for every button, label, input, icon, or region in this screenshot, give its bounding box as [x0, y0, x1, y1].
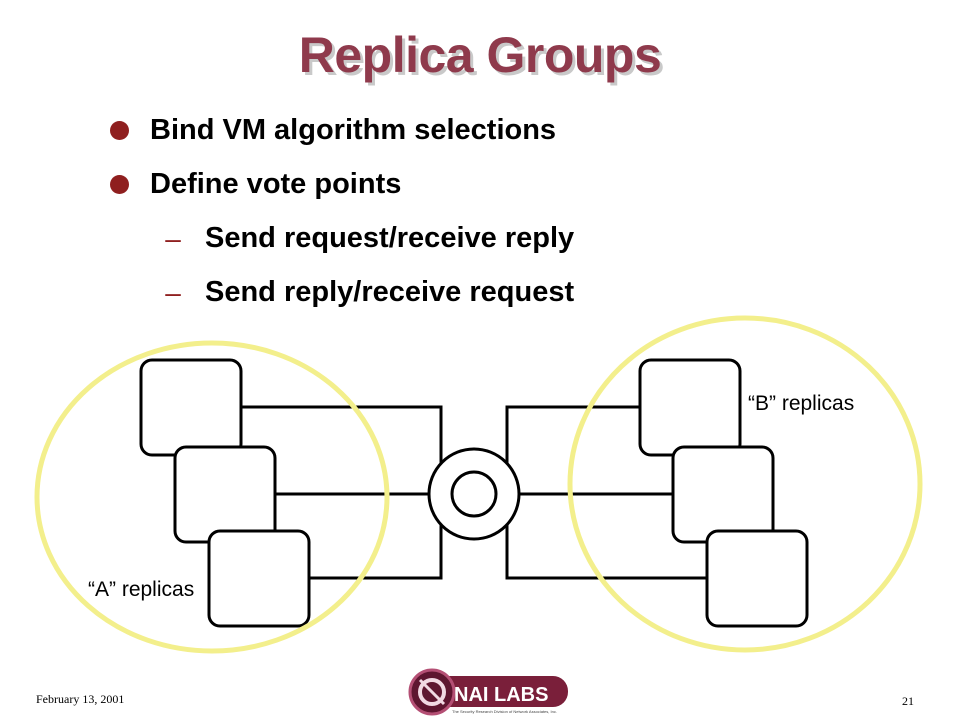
a-replica-box [139, 358, 243, 457]
sub-bullet-text: Send request/receive reply [205, 222, 575, 254]
slide-title: Replica Groups [298, 27, 662, 83]
b-replica-box [705, 529, 809, 628]
sub-bullet-item: – Send request/receive reply [163, 222, 574, 255]
bullet-dot-icon [110, 175, 129, 194]
sub-bullet-item: – Send reply/receive request [163, 276, 574, 309]
a-replica-box [173, 445, 277, 544]
logo-text: NAI LABS [454, 684, 548, 706]
sub-bullet-dash: – [165, 222, 181, 254]
bullet-text: Bind VM algorithm selections [150, 114, 557, 146]
b-replica-box [638, 358, 742, 457]
bullet-list: Bind VM algorithm selections Define vote… [0, 0, 960, 330]
voter-ring-inner [450, 470, 498, 518]
b-replicas-label: “B” replicas [748, 392, 855, 415]
voter-ring-icon [427, 447, 521, 541]
a-replica-group-outline [34, 340, 390, 654]
page-number: 21 [902, 694, 914, 708]
sub-bullet-text: Send reply/receive request [205, 276, 575, 308]
sub-bullet-dash: – [165, 276, 181, 308]
b-replica-group-outline [567, 315, 923, 653]
bullet-text: Define vote points [150, 168, 402, 200]
logo-tagline: The Security Research Division of Networ… [452, 709, 557, 714]
a-replica-boxes [139, 358, 311, 628]
a-replicas-label: “A” replicas [88, 578, 195, 601]
bullet-dot-icon [110, 121, 129, 140]
footer-date: February 13, 2001 [36, 692, 125, 706]
bullet-item: Define vote points [110, 168, 401, 201]
a-replica-box [207, 529, 311, 628]
bullet-item: Bind VM algorithm selections [110, 114, 556, 147]
b-replica-boxes [638, 358, 809, 628]
b-replica-box [671, 445, 775, 544]
nai-labs-logo: NAI LABS The Security Research Division … [408, 668, 568, 716]
